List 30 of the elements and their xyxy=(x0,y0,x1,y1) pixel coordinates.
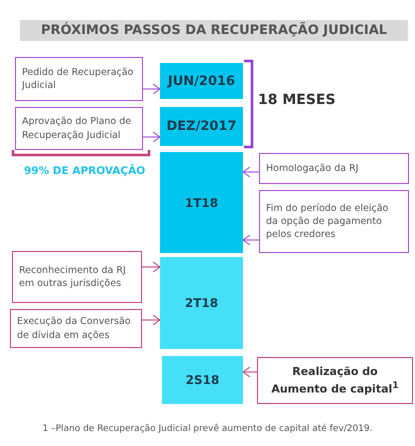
annotation-label: 18 MESES xyxy=(258,92,336,108)
period-block: 2S18 xyxy=(162,356,243,404)
callout-text: Aprovação do Plano de Recuperação Judicial xyxy=(22,115,132,142)
callout-text: Homologação da RJ xyxy=(266,162,358,176)
pointer-arrow xyxy=(142,314,160,326)
pointer-arrow xyxy=(142,132,160,142)
callout-box xyxy=(10,309,142,348)
callout-box xyxy=(259,190,409,253)
pointer-arrow xyxy=(242,234,260,246)
period-block: DEZ/2017 xyxy=(160,107,243,146)
pointer-arrow xyxy=(242,366,258,378)
period-block: 2T18 xyxy=(160,257,243,349)
pointer-arrow xyxy=(142,84,160,94)
period-block: 1T18 xyxy=(160,152,243,253)
callout-box xyxy=(12,251,142,303)
period-block: JUN/2016 xyxy=(160,63,243,99)
callout-text: Fim do período de eleição da opção de pagamento pelos credores xyxy=(266,202,390,242)
callout-text: Reconhecimento da RJ em outras jurisdições xyxy=(19,264,127,290)
callout-text: Realização do Aumento de capital$^{1}$ xyxy=(270,364,400,397)
title-bar: PRÓXIMOS PASSOS DA RECUPERAÇÃO JUDICIAL xyxy=(20,20,408,41)
callout-box xyxy=(15,57,143,101)
callout-box xyxy=(15,107,143,150)
footnote: 1 –Plano de Recuperação Judicial prevê aumento de capital até fev/2019. xyxy=(41,424,374,434)
callout-text: Execução da Conversão de dívida em ações xyxy=(17,315,132,342)
annotation-label: 99% DE APROVAÇÃO xyxy=(24,165,146,177)
pointer-arrow xyxy=(142,262,160,272)
callout-box xyxy=(259,153,409,184)
callout-box xyxy=(257,357,413,404)
pointer-arrow xyxy=(242,166,260,178)
callout-text: Pedido de Recuperação Judicial xyxy=(22,66,134,92)
